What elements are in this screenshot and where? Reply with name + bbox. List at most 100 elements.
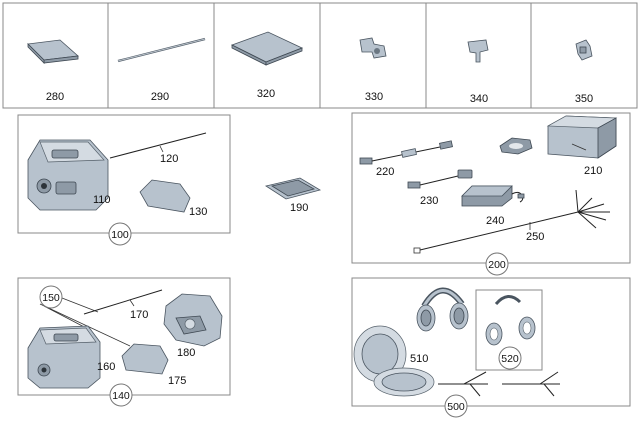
callout-100: 100 [108, 222, 132, 246]
camera-vent [51, 149, 79, 159]
part-220[interactable]: 220 [359, 140, 453, 178]
case-base-inner [381, 372, 427, 392]
inline-block [401, 148, 417, 158]
connector [407, 181, 421, 189]
callout-circle [444, 394, 468, 418]
ear-pad-right-hole [522, 321, 532, 335]
plug [517, 193, 525, 199]
part-number-280: 280 [46, 91, 64, 103]
headband-highlight [422, 289, 464, 307]
part-330[interactable]: 330 [359, 37, 387, 103]
part-number-350: 350 [575, 93, 593, 105]
leader-150 [61, 297, 99, 313]
harness-plug [413, 247, 421, 254]
part-number-120: 120 [160, 153, 178, 165]
part-280[interactable]: 280 [27, 39, 79, 103]
group-500-frame [351, 277, 631, 407]
callout-circle [109, 383, 133, 407]
part-number-130: 130 [189, 206, 207, 218]
harness-strand [577, 211, 597, 229]
part-130[interactable]: 130 [139, 179, 207, 218]
part-170[interactable]: 170 [83, 289, 163, 321]
power-unit-top [461, 185, 513, 197]
headphone-cables [438, 371, 560, 397]
case-lid-inner [361, 333, 399, 375]
part-180[interactable]: 180 [163, 293, 223, 359]
clip-hole [374, 48, 380, 54]
part-110[interactable]: 110 [27, 139, 111, 211]
part-number-230: 230 [420, 195, 438, 207]
harness-strand [577, 197, 593, 213]
part-number-340: 340 [470, 93, 488, 105]
connector [457, 169, 473, 179]
camera-lens-core [41, 183, 47, 189]
housing-180-emblem [184, 318, 196, 330]
top-row-grid [2, 2, 638, 109]
leader-150 [39, 303, 131, 347]
leader-170 [129, 299, 135, 307]
part-510[interactable]: 510 [353, 287, 469, 397]
part-350[interactable]: 350 [575, 39, 593, 105]
camera-front [55, 181, 77, 195]
part-320[interactable]: 320 [230, 31, 304, 100]
part-340[interactable]: 340 [467, 39, 489, 105]
card-190-face [270, 179, 316, 197]
camera-160-vent [53, 333, 79, 342]
pad-130-shape [139, 179, 191, 213]
pad-edge [27, 43, 45, 64]
part-number-320: 320 [257, 88, 275, 100]
callout-150: 150 [39, 285, 131, 347]
connector [439, 140, 453, 150]
callout-label-150: 150 [42, 292, 60, 304]
rod-highlight [117, 38, 206, 62]
pad-175-shape [121, 343, 169, 375]
part-number-110: 110 [93, 194, 111, 206]
bracket-slot [579, 46, 587, 54]
group-100: 110 120 130 100 [17, 114, 231, 246]
cable-branch [543, 383, 555, 397]
part-number-240: 240 [486, 215, 504, 227]
square-pad-shape [230, 31, 304, 63]
part-number-210: 210 [584, 165, 602, 177]
part-number-170: 170 [130, 309, 148, 321]
fob-button [509, 143, 523, 149]
part-520[interactable]: 520 [475, 289, 543, 371]
group-500: 510 520 500 [351, 277, 631, 418]
cable-120 [109, 132, 207, 159]
module-connector [571, 143, 587, 151]
part-250[interactable]: 250 [413, 189, 610, 254]
part-210[interactable]: 210 [546, 115, 618, 177]
leader-120 [159, 145, 164, 153]
part-190[interactable]: 190 [264, 177, 322, 214]
part-160[interactable]: 160 [27, 325, 115, 389]
callout-label-200: 200 [488, 259, 506, 271]
part-number-180: 180 [177, 347, 195, 359]
group-140: 150 170 160 175 180 [17, 277, 231, 407]
harness-main [419, 211, 579, 251]
part-240[interactable]: 240 [461, 185, 525, 227]
callout-140: 140 [109, 383, 133, 407]
part-number-510: 510 [410, 353, 428, 365]
harness-strand [575, 189, 579, 213]
ear-cup-left-pad [420, 309, 432, 327]
cable-branch [469, 383, 481, 397]
cable-230 [419, 175, 459, 186]
group-200: 220 230 210 240 [351, 112, 631, 276]
callout-circle [39, 285, 63, 309]
callout-circle [498, 346, 522, 370]
part-175[interactable]: 175 [121, 343, 186, 387]
part-230[interactable]: 230 [407, 169, 473, 207]
part-number-175: 175 [168, 375, 186, 387]
square-pad-edge [265, 47, 303, 66]
part-290[interactable]: 290 [117, 37, 206, 103]
part-120[interactable]: 120 [109, 132, 207, 165]
cable-branch [539, 371, 559, 385]
ear-cup-right-pad [453, 307, 465, 325]
connector [359, 157, 373, 165]
part-number-160: 160 [97, 361, 115, 373]
callout-500: 500 [444, 394, 468, 418]
part-number-330: 330 [365, 91, 383, 103]
headband-cushion [494, 295, 522, 306]
part-number-250: 250 [526, 231, 544, 243]
key-fob [499, 137, 533, 155]
